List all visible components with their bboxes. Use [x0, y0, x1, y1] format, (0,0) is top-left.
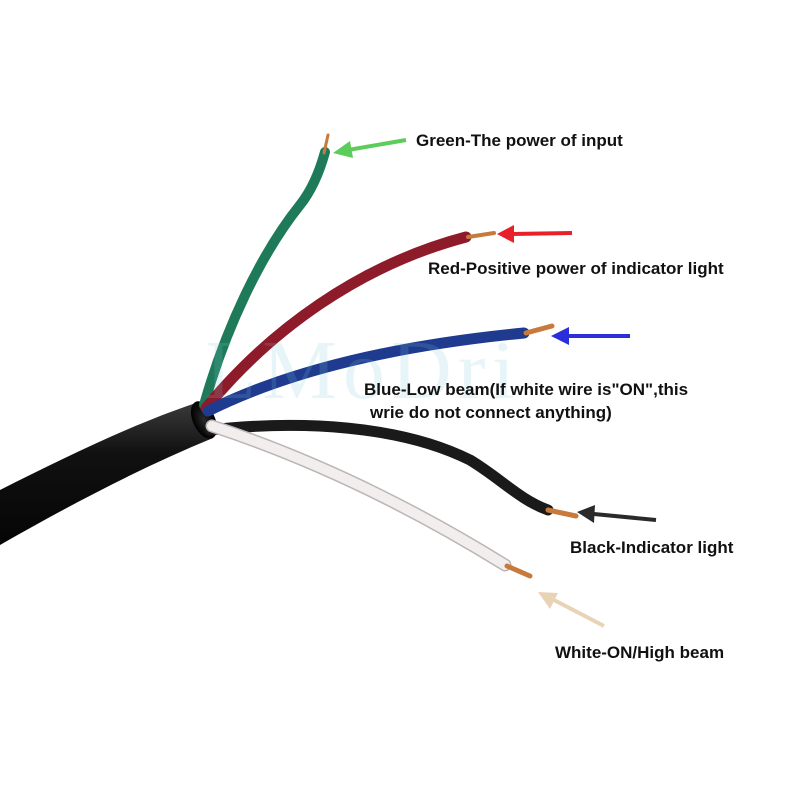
white-wire-label: White-ON/High beam [555, 643, 725, 662]
blue-wire-tip [523, 323, 555, 336]
blue-arrow [551, 327, 630, 345]
green-wire [199, 147, 330, 410]
red-wire-label: Red-Positive power of indicator light [428, 259, 724, 278]
cable-jacket [0, 403, 213, 545]
black-wire-tip [545, 507, 579, 519]
green-wire-label: Green-The power of input [416, 131, 623, 150]
white-wire-tip [504, 563, 533, 579]
blue-wire [202, 327, 530, 417]
green-arrow [333, 138, 407, 158]
black-wire [204, 419, 554, 516]
red-arrow [497, 225, 573, 243]
black-arrow [577, 505, 657, 523]
red-wire-tip [466, 231, 496, 239]
red-wire [200, 231, 472, 414]
white-arrow [538, 592, 605, 628]
white-wire [207, 421, 510, 570]
watermark-text: LMoDri [205, 324, 521, 417]
black-wire-label: Black-Indicator light [570, 538, 734, 557]
green-wire-tip [322, 133, 330, 155]
blue-wire-label-line2: wrie do not connect anything) [370, 403, 612, 422]
blue-wire-label-line1: Blue-Low beam(If white wire is"ON",this [364, 380, 689, 399]
